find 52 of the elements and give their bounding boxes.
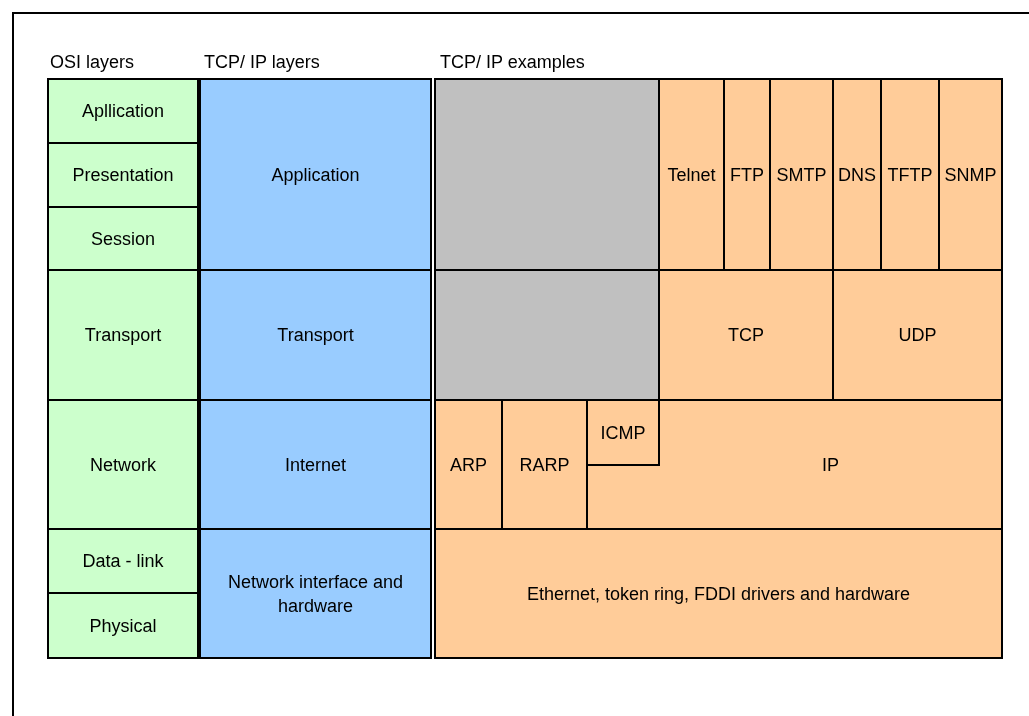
layer-box [880, 78, 940, 271]
layer-label: ARP [450, 453, 487, 477]
layer-label: TFTP [887, 163, 933, 187]
layer-box [658, 78, 725, 271]
column-heading: TCP/ IP layers [204, 52, 320, 73]
layer-label: Transport [277, 324, 354, 347]
layer-label: DNS [838, 163, 876, 187]
layer-box [47, 399, 199, 530]
layer-box [434, 528, 1003, 659]
layer-box [47, 528, 199, 594]
column-heading: OSI layers [50, 52, 135, 73]
layer-label: Data - link [82, 550, 164, 573]
layer-box [769, 78, 834, 271]
layer-box [199, 399, 432, 530]
layer-box [586, 399, 660, 466]
layer-box [199, 269, 432, 401]
layer-label: SMTP [776, 163, 827, 187]
layer-label: RARP [519, 453, 570, 477]
layer-label: Ethernet, token ring, FDDI drivers and hardware [526, 582, 911, 606]
layer-label: Physical [89, 614, 157, 638]
layer-box [723, 78, 771, 271]
layer-box [47, 206, 199, 271]
layer-box [47, 142, 199, 208]
layer-label: Apllication [81, 100, 164, 123]
layer-label: TCP [728, 324, 764, 347]
layer-box [47, 592, 199, 659]
layer-box [501, 399, 588, 530]
layer-label: ICMP [600, 421, 646, 445]
blank-box [434, 269, 660, 401]
layer-label: Application [271, 163, 360, 187]
column-heading: TCP/ IP examples [440, 52, 585, 73]
layer-label: Telnet [667, 163, 716, 187]
layer-label: Internet [284, 453, 346, 477]
layer-label: Presentation [72, 164, 174, 187]
layer-label: Network [90, 453, 156, 477]
layer-box [434, 399, 503, 530]
layer-box [832, 78, 882, 271]
layer-box [658, 269, 834, 401]
layer-label: Transport [84, 324, 162, 347]
layer-box [199, 528, 432, 659]
layer-label: Network interface and hardware [226, 570, 405, 618]
layer-label: Session [90, 227, 155, 251]
layer-box [199, 78, 432, 271]
blank-box [434, 78, 660, 271]
layer-box [832, 269, 1003, 401]
layer-label: SNMP [944, 163, 997, 187]
layer-label: UDP [898, 324, 937, 347]
layer-box [47, 269, 199, 401]
layer-label: FTP [730, 163, 764, 187]
layer-box [938, 78, 1003, 271]
layer-label: IP [822, 453, 839, 477]
layer-box [47, 78, 199, 144]
